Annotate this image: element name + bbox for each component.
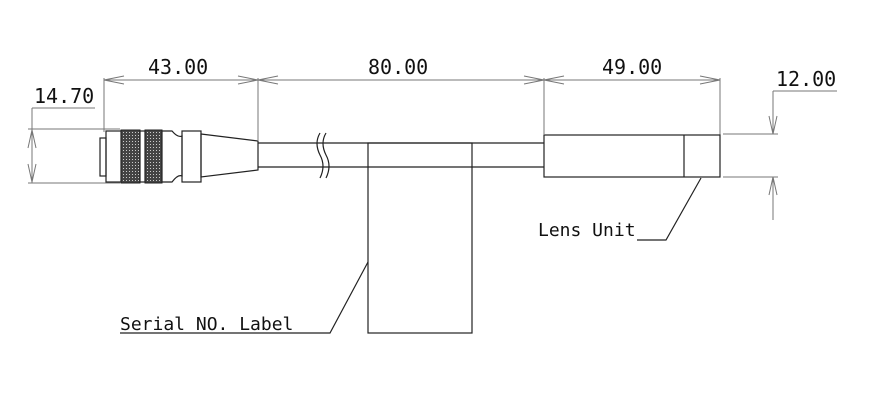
dim-connector-length: 43.00 bbox=[148, 55, 208, 79]
lens-unit-text: Lens Unit bbox=[538, 220, 636, 241]
dim-connector-diameter: 14.70 bbox=[34, 84, 94, 108]
serial-label-text: Serial NO. Label bbox=[120, 314, 293, 335]
dim-lens-diameter: 12.00 bbox=[776, 67, 836, 91]
lens-unit-leader bbox=[637, 177, 702, 241]
dim-cable-length: 80.00 bbox=[368, 55, 428, 79]
connector bbox=[99, 129, 259, 184]
dim-connector-diameter-lines bbox=[27, 107, 120, 184]
dim-lens-length: 49.00 bbox=[602, 55, 662, 79]
dimension-lines bbox=[103, 75, 721, 177]
serial-label-leader bbox=[120, 261, 369, 334]
cable bbox=[258, 132, 544, 179]
lens-unit bbox=[543, 134, 721, 178]
dim-lens-diameter-lines bbox=[723, 90, 837, 220]
serial-label-tag bbox=[367, 142, 473, 334]
